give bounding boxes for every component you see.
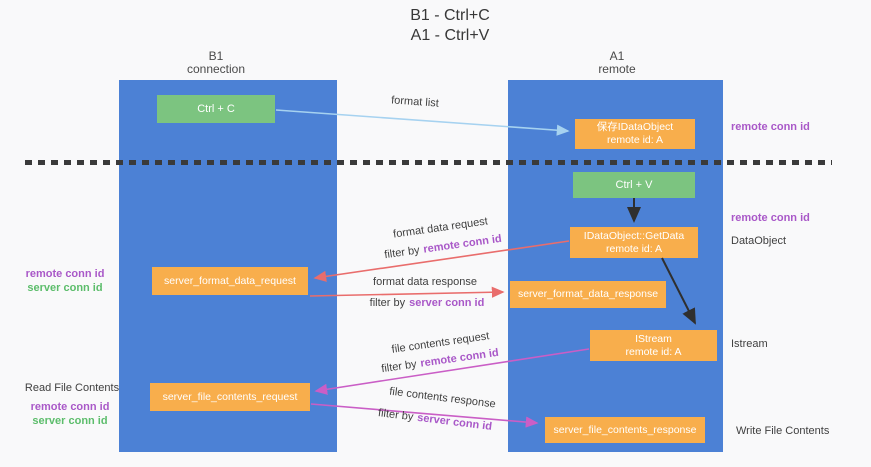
annotation-left-conn-ids: remote conn id server conn id [15,267,115,295]
annotation-istream: Istream [731,338,768,350]
node-server-file-contents-request: server_file_contents_request [150,383,310,411]
lane-header-a1: A1 remote [567,50,667,76]
annotation-left-bottom-conn-ids: remote conn id server conn id [20,400,120,428]
label-format-data-response: format data response [373,276,477,288]
diagram-title-line1: B1 - Ctrl+C [410,7,490,24]
filter-id-server: server conn id [409,297,485,309]
node-save-idataobject: 保存IDataObject remote id: A [575,119,695,149]
filter-prefix: filter by [377,407,415,424]
lane-b1-title: B1 [208,49,224,63]
node-server-format-data-request: server_format_data_request [152,267,308,295]
node-getdata-line1: IDataObject::GetData [583,229,685,242]
filter-prefix: filter by [383,244,421,262]
label-format-list: format list [390,94,440,110]
lane-a1-subtitle: remote [598,62,636,76]
node-istream-line2: remote id: A [625,345,682,358]
node-file-response-label: server_file_contents_response [553,423,697,436]
node-ctrl-c: Ctrl + C [157,95,275,123]
arrow-format-data-response [309,286,505,298]
lane-b1-subtitle: connection [186,62,246,76]
annotation-server-conn-id: server conn id [32,415,108,427]
node-ctrl-v: Ctrl + V [573,172,695,198]
annotation-remote-conn-id: remote conn id [30,401,110,413]
filter-prefix: filter by [369,297,406,309]
node-save-idataobject-line1: 保存IDataObject [596,121,674,133]
annotation-write-file-contents: Write File Contents [736,425,830,437]
filter-id-remote: remote conn id [422,232,503,256]
node-ctrl-v-label: Ctrl + V [615,178,653,191]
label-file-contents-response: file contents response [388,385,497,411]
node-ctrl-c-label: Ctrl + C [197,102,235,115]
node-server-file-contents-response: server_file_contents_response [545,417,705,443]
diagram-title: B1 - Ctrl+C A1 - Ctrl+V [300,6,600,46]
node-format-response-label: server_format_data_response [517,288,659,300]
node-file-request-label: server_file_contents_request [162,390,298,403]
annotation-read-file-contents: Read File Contents [24,382,120,394]
annotation-remote-conn-id-top: remote conn id [731,121,810,133]
diagram-title-line2: A1 - Ctrl+V [410,27,490,44]
annotation-remote-conn-id: remote conn id [25,268,105,280]
lane-header-b1: B1 connection [166,50,266,76]
annotation-dataobject: DataObject [731,235,787,247]
annotation-server-conn-id: server conn id [27,282,103,294]
node-istream-line1: IStream [635,332,672,345]
node-getdata-line2: remote id: A [605,242,663,255]
annotation-remote-conn-id-mid: remote conn id [731,212,810,224]
filter-id-server: server conn id [416,411,493,433]
node-istream: IStream remote id: A [590,330,717,361]
lane-a1-title: A1 [609,49,625,63]
filter-prefix: filter by [380,358,418,376]
session-separator-line [25,160,832,165]
node-server-format-data-response: server_format_data_response [510,281,666,308]
node-format-request-label: server_format_data_request [164,274,296,287]
node-save-idataobject-line2: remote id: A [606,134,664,146]
node-idataobject-getdata: IDataObject::GetData remote id: A [570,227,698,258]
